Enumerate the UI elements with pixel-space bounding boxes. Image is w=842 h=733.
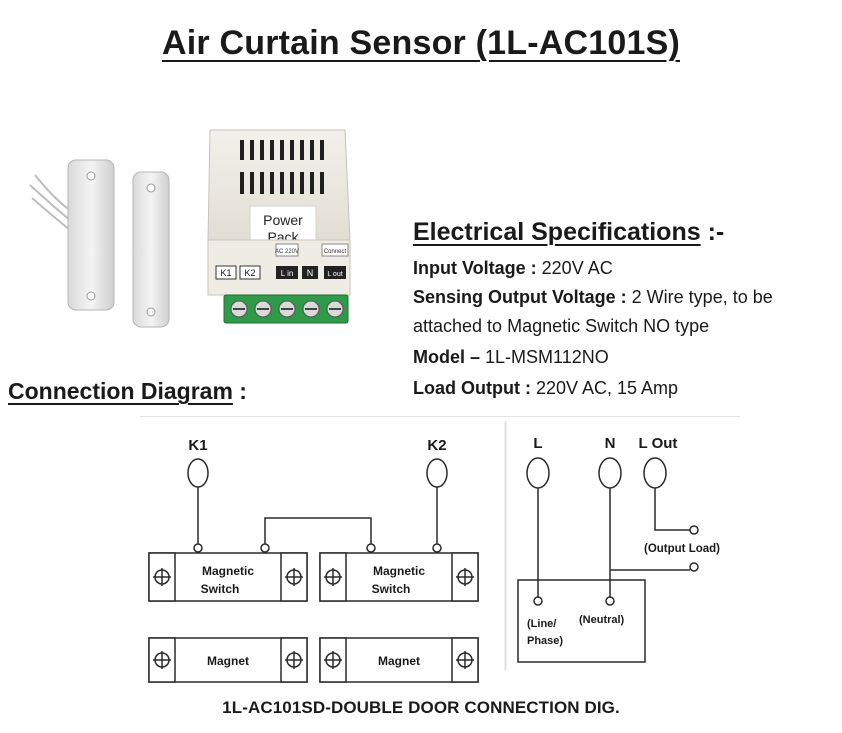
line-phase-label-line1: (Line/ [527, 618, 556, 630]
terminal-k1-label: K1 [220, 268, 231, 278]
n-label: N [605, 435, 616, 452]
power-box [517, 579, 646, 663]
magnetic-switch-piece [67, 159, 115, 311]
product-photo: Power Pack AC 220V Connect K1 K2 L in N … [29, 129, 351, 328]
switch-2-label-line2: Switch [372, 582, 411, 596]
terminal-lin-label: L in [281, 269, 294, 278]
l-label: L [533, 435, 542, 452]
magnet-1 [148, 637, 308, 683]
k2-label: K2 [427, 437, 446, 454]
magnet-2 [319, 637, 479, 683]
line-phase-label-line2: Phase) [527, 635, 563, 647]
power-pack-label-line1: Power [263, 212, 303, 228]
switch-2-label-line1: Magnetic [373, 564, 425, 578]
magnet-piece [132, 171, 170, 328]
output-load-label: (Output Load) [644, 543, 720, 555]
wiring-diagram: K1 K2 L N L Out (Output Load) Magnetic S… [148, 421, 720, 683]
magnetic-switch-1 [148, 552, 308, 602]
page-title: Air Curtain Sensor (1L-AC101S) [162, 24, 680, 62]
connection-diagram-heading: Connection Diagram : [8, 378, 247, 404]
spec-model: Model – 1L-MSM112NO [413, 347, 609, 367]
magnetic-switch-2 [319, 552, 479, 602]
spec-input-voltage: Input Voltage : 220V AC [413, 258, 613, 278]
spec-sensing-output: Sensing Output Voltage : 2 Wire type, to… [413, 287, 773, 307]
terminal-n-label: N [307, 268, 314, 278]
sensor-wires [29, 174, 71, 231]
magnet-2-label: Magnet [378, 654, 420, 668]
divider [140, 416, 740, 417]
sticker-connect-label: Connect [324, 249, 347, 255]
spec-load-output: Load Output : 220V AC, 15 Amp [413, 378, 679, 398]
spec-sensing-output-cont: attached to Magnetic Switch NO type [413, 316, 710, 336]
n-terminal [598, 457, 622, 489]
switch-1-label-line1: Magnetic [202, 564, 254, 578]
switch-1-label-line2: Switch [201, 582, 240, 596]
neutral-label: (Neutral) [579, 614, 625, 626]
terminal-lout-label: L out [327, 271, 342, 278]
magnet-1-label: Magnet [207, 654, 249, 668]
sticker-ac-label: AC 220V [275, 249, 299, 255]
lout-label: L Out [639, 435, 678, 452]
terminal-k2-label: K2 [244, 268, 255, 278]
lout-terminal [643, 457, 667, 489]
diagram-caption: 1L-AC101SD-DOUBLE DOOR CONNECTION DIG. [222, 698, 620, 717]
specs-heading: Electrical Specifications :- [413, 218, 725, 246]
k1-label: K1 [188, 437, 207, 454]
power-pack-module: Power Pack AC 220V Connect K1 K2 L in N … [207, 129, 351, 324]
l-terminal [526, 457, 550, 489]
k1-terminal [187, 458, 209, 488]
k2-terminal [426, 458, 448, 488]
